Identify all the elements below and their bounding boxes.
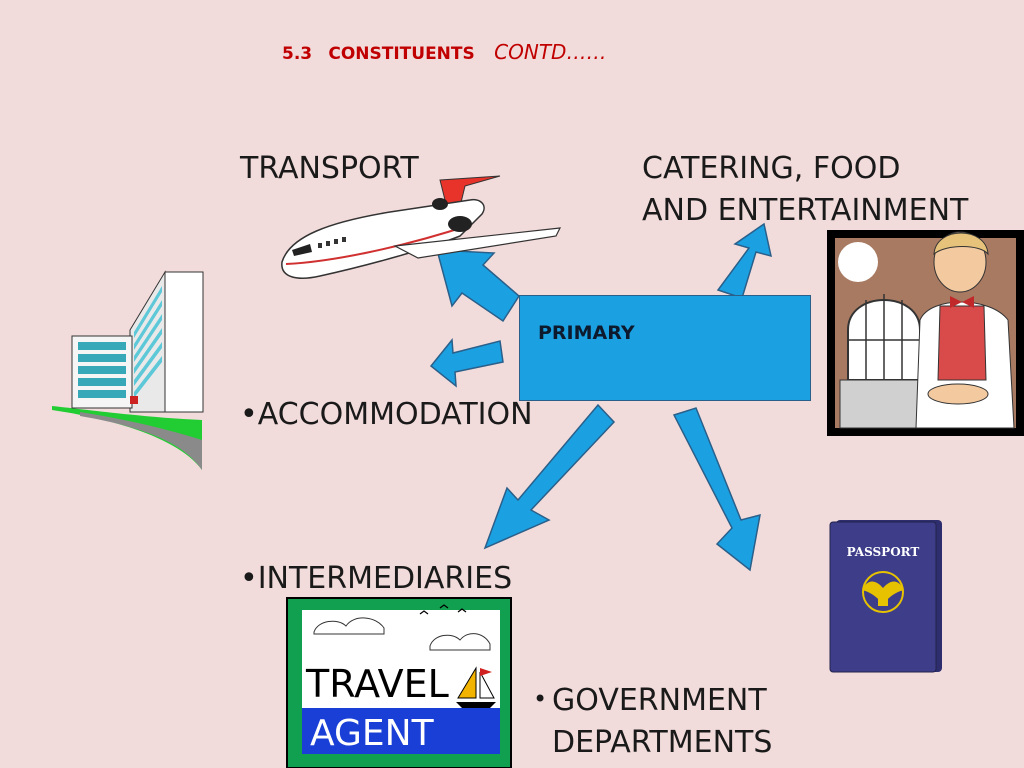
title-contd: CONTD…… [494,40,607,64]
intermediaries-label: •INTERMEDIARIES [240,561,513,596]
passport-text: PASSPORT [847,545,920,559]
arrow-to-catering [716,222,772,299]
accommodation-label: •ACCOMMODATION [240,397,533,432]
catering-label-line2: AND ENTERTAINMENT [642,193,969,228]
primary-label: PRIMARY [538,322,635,344]
arrow-to-accommodation [429,338,504,388]
airplane-icon [281,175,562,279]
arrow-to-intermediaries [483,403,616,550]
government-bullet: • [533,685,548,713]
eagle-emblem-icon [862,571,904,613]
hotel-building-icon [52,270,204,470]
passport-icon: PASSPORT [829,520,942,673]
sailboat-icon [456,666,496,708]
agent-text: AGENT [310,713,435,754]
government-label-line2: DEPARTMENTS [552,725,773,760]
government-label-line1: GOVERNMENT [552,683,767,718]
title-number: 5.3 [282,44,313,64]
travel-agent-sign-icon: TRAVEL AGENT [286,597,512,768]
arrow-to-transport [436,249,520,323]
arrow-to-government [672,407,761,572]
travel-text: TRAVEL [305,662,449,706]
slide-title: 5.3 CONSTITUENTS CONTD…… [282,40,606,64]
waiter-icon [827,230,1024,436]
transport-label: TRANSPORT [240,151,419,186]
primary-box [519,295,811,401]
title-main: CONSTITUENTS [328,44,475,64]
catering-label-line1: CATERING, FOOD [642,151,901,186]
